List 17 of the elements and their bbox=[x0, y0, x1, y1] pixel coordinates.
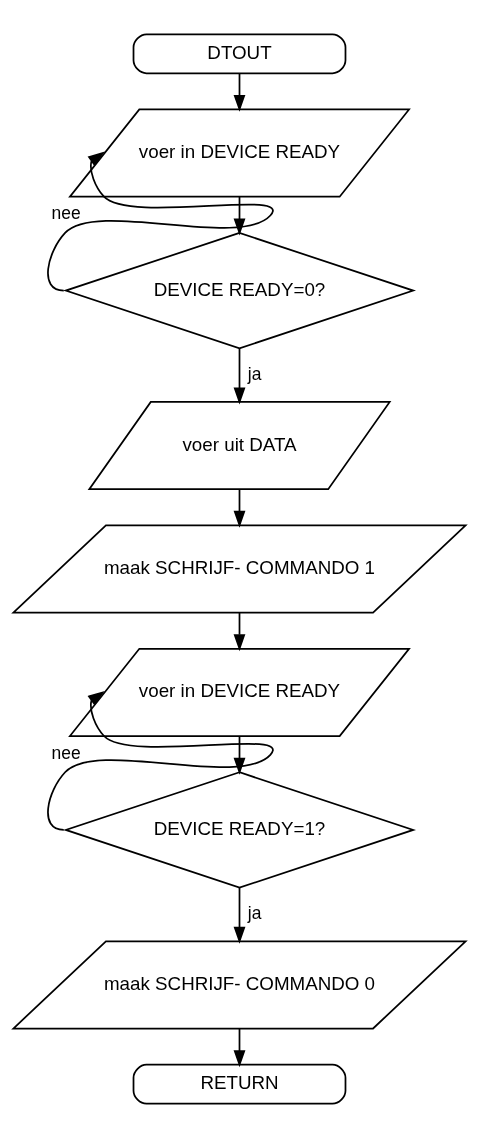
edge-label: nee bbox=[51, 203, 81, 224]
arrow bbox=[233, 347, 246, 405]
arrow bbox=[47, 151, 274, 292]
edge-label: nee bbox=[51, 742, 81, 763]
edge-label: ja bbox=[247, 363, 262, 384]
node-box: RETURN bbox=[132, 1063, 347, 1105]
arrow bbox=[47, 690, 274, 831]
arrow bbox=[233, 887, 246, 944]
arrow bbox=[233, 612, 246, 652]
arrow bbox=[233, 735, 246, 775]
arrow bbox=[233, 1028, 246, 1068]
node-diamond: DEVICE READY=1? bbox=[63, 771, 416, 889]
edge-label: ja bbox=[247, 903, 262, 924]
node-diamond: DEVICE READY=0? bbox=[63, 232, 416, 350]
arrow bbox=[233, 72, 246, 112]
node-box: DTOUT bbox=[132, 33, 347, 75]
arrow bbox=[233, 488, 246, 528]
